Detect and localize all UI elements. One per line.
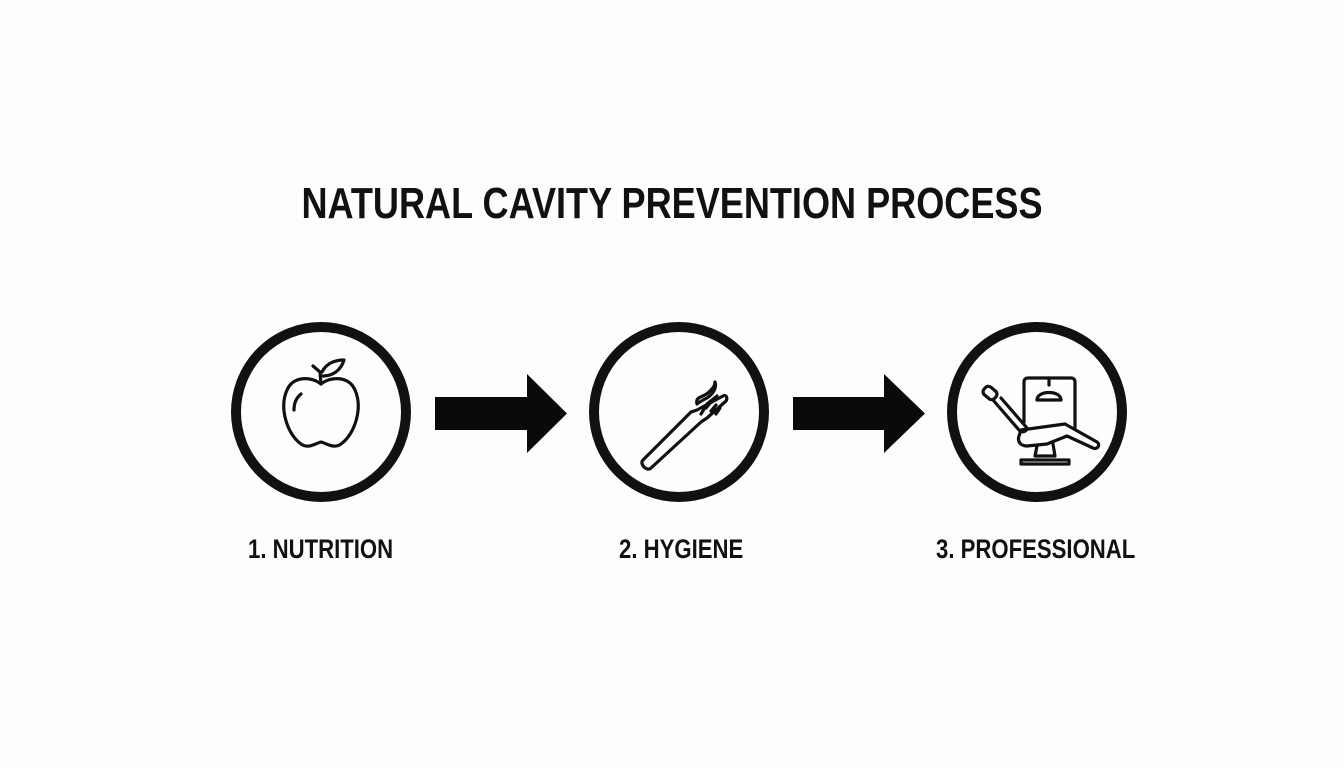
step-1-label: 1. NUTRITION (248, 534, 394, 564)
arrow-right-icon (435, 374, 567, 453)
arrow-right-icon (793, 374, 925, 453)
step-3-circle (947, 322, 1127, 502)
toothbrush-icon (640, 380, 729, 471)
step-3-label: 3. PROFESSIONAL (936, 534, 1136, 564)
apple-icon (282, 358, 360, 448)
step-1-circle (231, 322, 411, 502)
dental-chair-icon (981, 376, 1101, 466)
step-2-circle (589, 322, 769, 502)
diagram-title: NATURAL CAVITY PREVENTION PROCESS (301, 179, 1043, 228)
step-2-label: 2. HYGIENE (619, 534, 744, 564)
